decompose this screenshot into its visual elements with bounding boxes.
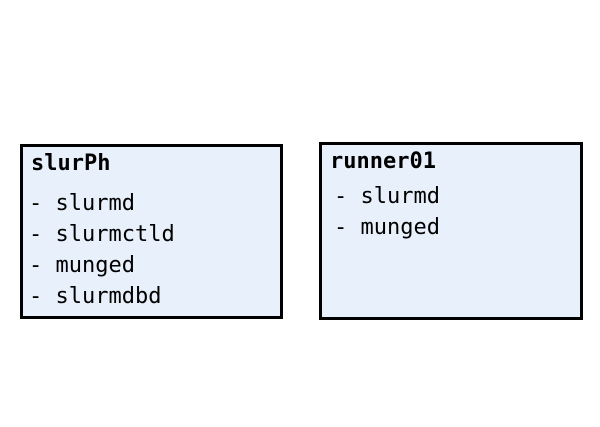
service-list: - slurmd - slurmctld - munged - slurmdbd [29, 188, 175, 312]
service-item: - slurmctld [29, 222, 175, 247]
node-title: slurPh [31, 151, 111, 176]
service-item: - munged [334, 215, 440, 240]
service-list: - slurmd - munged [334, 181, 440, 243]
service-item: - slurmdbd [29, 284, 162, 309]
service-item: - munged [29, 253, 135, 278]
node-box-runner01: runner01 - slurmd - munged [319, 142, 583, 320]
node-box-slurph: slurPh - slurmd - slurmctld - munged - s… [20, 144, 283, 319]
node-title: runner01 [330, 149, 436, 174]
service-item: - slurmd [29, 191, 135, 216]
service-item: - slurmd [334, 184, 440, 209]
